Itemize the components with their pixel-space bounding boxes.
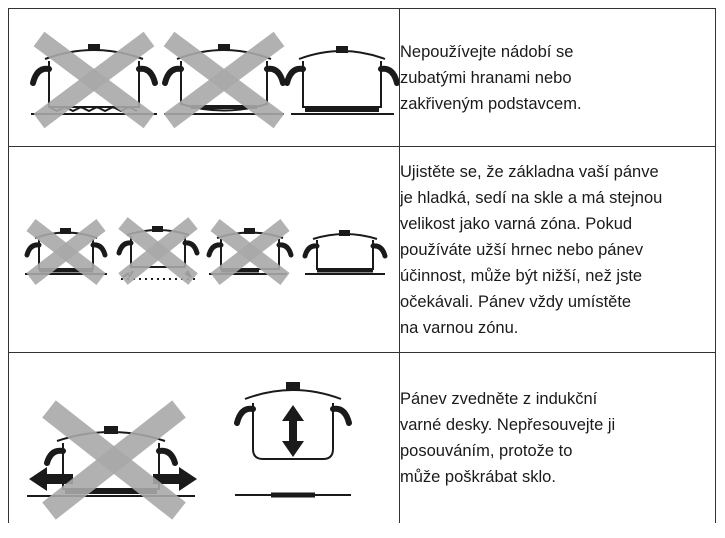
- pot-offset-crossed-icon: [206, 219, 294, 285]
- cookware-illustration: [27, 382, 352, 520]
- instruction-text: Pánev zvedněte z indukční varné desky. N…: [400, 390, 616, 486]
- pot-jagged-base-crossed-icon: [30, 31, 158, 129]
- pot-curved-base-crossed-icon: [162, 31, 286, 129]
- illustration-cell: [8, 8, 400, 147]
- pot-sliding-crossed-icon: [27, 400, 197, 520]
- instruction-text: Nepoužívejte nádobí se zubatými hranami …: [400, 42, 582, 113]
- pot-small-crossed-icon: [24, 219, 108, 285]
- instruction-text-cell: Ujistěte se, že základna vaší pánve je h…: [399, 146, 716, 353]
- pot-lifting-icon: [234, 382, 352, 498]
- illustration-cell: [8, 146, 400, 353]
- pot-raised-crossed-icon: [116, 217, 200, 285]
- pot-correct-icon: [302, 230, 388, 275]
- illustration-cell: [8, 352, 400, 523]
- instruction-table: Nepoužívejte nádobí se zubatými hranami …: [8, 8, 716, 523]
- table-row: Nepoužívejte nádobí se zubatými hranami …: [8, 8, 716, 147]
- instruction-text: Ujistěte se, že základna vaší pánve je h…: [400, 162, 663, 337]
- instruction-text-cell: Pánev zvedněte z indukční varné desky. N…: [399, 352, 716, 523]
- cookware-illustration: [24, 217, 388, 285]
- pot-flat-base-icon: [284, 46, 399, 115]
- table-row: Pánev zvedněte z indukční varné desky. N…: [8, 352, 716, 523]
- instruction-text-cell: Nepoužívejte nádobí se zubatými hranami …: [399, 8, 716, 147]
- table-row: Ujistěte se, že základna vaší pánve je h…: [8, 146, 716, 353]
- cookware-illustration: [30, 31, 399, 129]
